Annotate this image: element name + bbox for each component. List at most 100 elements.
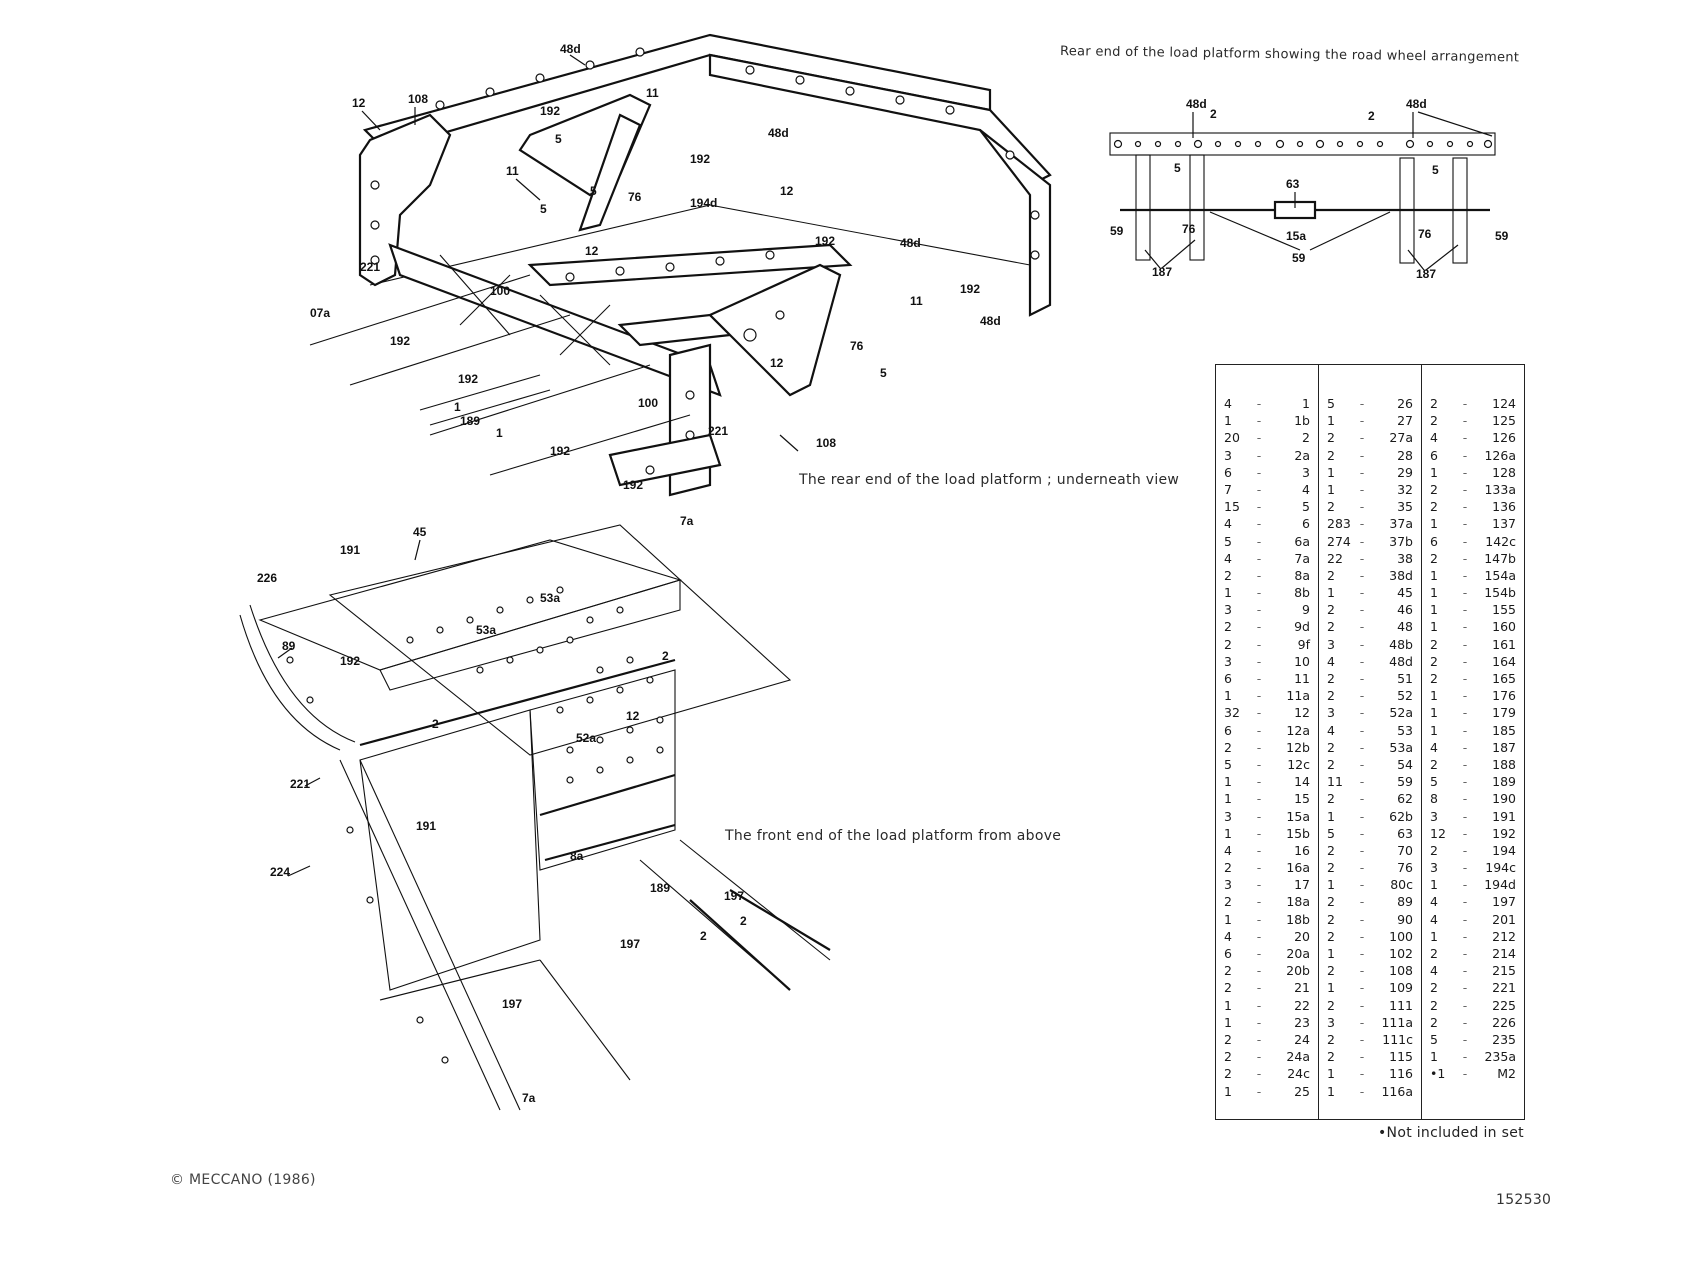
part-number: 35	[1397, 499, 1413, 515]
part-quantity: 2	[1430, 842, 1438, 858]
part-number: 25	[1294, 1083, 1310, 1099]
part-number: 46	[1397, 602, 1413, 618]
part-quantity: 11	[1327, 774, 1343, 790]
part-quantity: 4	[1327, 653, 1335, 669]
part-quantity: 22	[1327, 550, 1343, 566]
parts-row: 2-24	[1216, 1031, 1318, 1048]
part-number: 21	[1294, 980, 1310, 996]
part-quantity: 2	[1430, 499, 1438, 515]
caption-front-from-above: The front end of the load platform from …	[725, 828, 1062, 844]
part-number: M2	[1497, 1066, 1516, 1082]
part-number: 133a	[1484, 481, 1516, 497]
separator-dash: -	[1359, 894, 1365, 910]
parts-row: 4-1	[1216, 395, 1318, 412]
parts-row: 1-212	[1422, 928, 1524, 945]
part-quantity: 6	[1430, 533, 1438, 549]
parts-row: 5-26	[1319, 395, 1421, 412]
label: 189	[460, 414, 480, 428]
separator-dash: -	[1462, 447, 1468, 463]
label: 2	[432, 717, 439, 731]
part-quantity: 4	[1224, 396, 1232, 411]
part-number: 225	[1492, 997, 1516, 1013]
label: 59	[1110, 224, 1124, 238]
separator-dash: -	[1359, 430, 1365, 446]
parts-row: 12-192	[1422, 825, 1524, 842]
part-number: 124	[1492, 396, 1516, 411]
parts-row: 3-9	[1216, 601, 1318, 618]
parts-row: 6-3	[1216, 464, 1318, 481]
parts-row: 283-37a	[1319, 515, 1421, 532]
part-number: 137	[1492, 516, 1516, 532]
label: 48d	[560, 42, 581, 56]
separator-dash: -	[1256, 1031, 1262, 1047]
label: 45	[413, 525, 427, 539]
label: 194d	[690, 196, 717, 210]
part-quantity: 6	[1224, 946, 1232, 961]
separator-dash: -	[1359, 997, 1365, 1013]
part-quantity: 2	[1224, 739, 1232, 755]
parts-row: 4-187	[1422, 739, 1524, 756]
part-number: 11	[1294, 671, 1310, 686]
part-number: 221	[1492, 980, 1516, 996]
parts-row: 6-126a	[1422, 447, 1524, 464]
part-quantity: 3	[1224, 653, 1232, 669]
part-quantity: 5	[1327, 396, 1335, 411]
part-number: 142c	[1485, 533, 1516, 549]
part-quantity: 2	[1327, 1031, 1335, 1047]
part-quantity: 2	[1327, 430, 1335, 446]
part-quantity: 1	[1327, 1083, 1335, 1099]
separator-dash: -	[1256, 396, 1262, 411]
parts-row: 4-7a	[1216, 550, 1318, 567]
parts-row: 5-189	[1422, 773, 1524, 790]
parts-row: 6-11	[1216, 670, 1318, 687]
part-number: 111	[1389, 997, 1413, 1013]
label: 48d	[768, 126, 789, 140]
part-quantity: 4	[1224, 842, 1232, 858]
separator-dash: -	[1359, 860, 1365, 876]
part-number: 115	[1389, 1049, 1413, 1065]
separator-dash: -	[1359, 739, 1365, 755]
label: 221	[290, 777, 310, 791]
part-number: 20a	[1286, 946, 1310, 961]
separator-dash: -	[1256, 1049, 1262, 1065]
part-quantity: 6	[1430, 447, 1438, 463]
side-plate-191	[359, 669, 676, 991]
parts-row: 2-62	[1319, 790, 1421, 807]
part-quantity: 4	[1430, 894, 1438, 910]
label: 59	[1292, 251, 1306, 265]
parts-row: 5-12c	[1216, 756, 1318, 773]
parts-row: 22-38	[1319, 550, 1421, 567]
part-number: 7a	[1294, 550, 1310, 566]
part-number: 189	[1492, 774, 1516, 790]
parts-row: 1-15	[1216, 790, 1318, 807]
separator-dash: -	[1359, 396, 1365, 411]
separator-dash: -	[1359, 464, 1365, 480]
parts-row: 2-188	[1422, 756, 1524, 773]
separator-dash: -	[1256, 688, 1262, 704]
part-quantity: 2	[1327, 447, 1335, 463]
holes	[1113, 139, 1493, 149]
part-quantity: 1	[1224, 791, 1232, 807]
label: 7a	[522, 1091, 536, 1105]
part-number: 185	[1492, 722, 1516, 738]
part-quantity: 4	[1430, 963, 1438, 979]
parts-row: 1-154b	[1422, 584, 1524, 601]
parts-row: 274-37b	[1319, 533, 1421, 550]
part-number: 214	[1492, 946, 1516, 961]
label: 187	[1416, 267, 1436, 281]
parts-row: 2-53a	[1319, 739, 1421, 756]
label: 48d	[1406, 97, 1427, 111]
part-quantity: 2	[1430, 413, 1438, 429]
parts-row: 1-45	[1319, 584, 1421, 601]
part-number: 155	[1492, 602, 1516, 618]
part-quantity: 32	[1224, 705, 1240, 721]
part-number: 51	[1397, 671, 1413, 686]
part-number: 100	[1389, 928, 1413, 944]
separator-dash: -	[1359, 705, 1365, 721]
part-quantity: 2	[1327, 963, 1335, 979]
separator-dash: -	[1462, 1031, 1468, 1047]
separator-dash: -	[1256, 567, 1262, 583]
flat-plate-76	[608, 263, 842, 497]
parts-row: •1-M2	[1422, 1065, 1524, 1082]
separator-dash: -	[1359, 911, 1365, 927]
